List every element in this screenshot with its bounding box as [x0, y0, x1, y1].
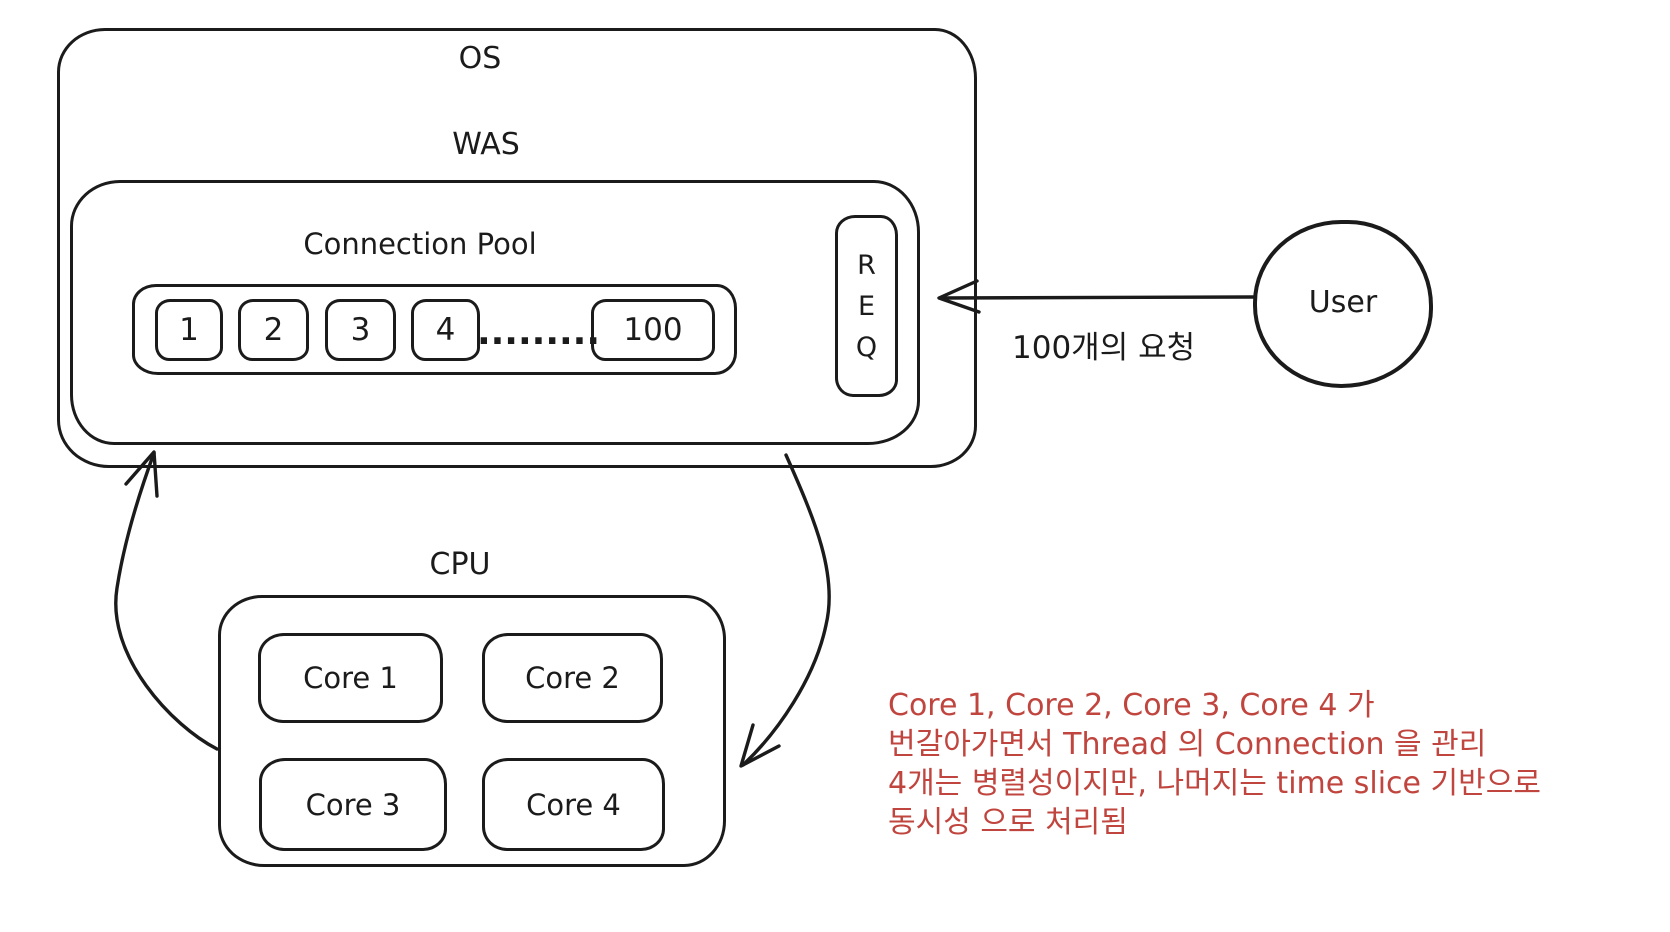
- os-box: [57, 28, 977, 468]
- connection-slot-1: 1: [155, 299, 223, 361]
- connection-slot-3: 3: [325, 299, 396, 361]
- annotation-line-4: 동시성 으로 처리됨: [888, 805, 1128, 840]
- req-letter-r: R: [857, 249, 876, 281]
- was-box: [70, 180, 920, 445]
- connection-slot-100: 100: [591, 299, 715, 361]
- connection-pool-label: Connection Pool: [303, 227, 537, 261]
- core-3-box: Core 3: [259, 758, 447, 851]
- user-label: User: [1308, 284, 1378, 320]
- cpu-to-was-arrow-line: [114, 451, 219, 751]
- req-letter-e: E: [857, 290, 876, 322]
- connection-pool-ellipsis: .........: [476, 312, 601, 353]
- annotation-note: Core 1, Core 2, Core 3, Core 4 가 번갈아가면서 …: [888, 686, 1541, 842]
- cpu-label: CPU: [429, 546, 491, 582]
- core-4-box: Core 4: [482, 758, 665, 851]
- connection-slot-2: 2: [238, 299, 309, 361]
- core-1-box: Core 1: [258, 633, 443, 723]
- annotation-line-3: 4개는 병렬성이지만, 나머지는 time slice 기반으로: [888, 766, 1541, 801]
- req-letter-q: Q: [855, 331, 878, 363]
- was-to-cpu-arrow-head: [739, 723, 781, 768]
- user-request-arrow-line: [939, 295, 1255, 300]
- annotation-line-1: Core 1, Core 2, Core 3, Core 4 가: [888, 688, 1375, 723]
- connection-slot-4: 4: [411, 299, 480, 361]
- annotation-line-2: 번갈아가면서 Thread 의 Connection 을 관리: [888, 727, 1487, 762]
- os-label: OS: [458, 40, 502, 76]
- was-label: WAS: [452, 126, 520, 162]
- connection-pool-box: [132, 284, 737, 375]
- request-arrow-label: 100개의 요청: [1012, 330, 1196, 366]
- was-to-cpu-arrow-line: [741, 453, 831, 767]
- user-request-arrow-head: [937, 279, 981, 314]
- core-2-box: Core 2: [482, 633, 663, 723]
- cpu-box: [218, 595, 726, 867]
- cpu-to-was-arrow-head: [124, 450, 159, 498]
- user-circle: [1253, 220, 1433, 388]
- req-box: R E Q: [835, 215, 898, 397]
